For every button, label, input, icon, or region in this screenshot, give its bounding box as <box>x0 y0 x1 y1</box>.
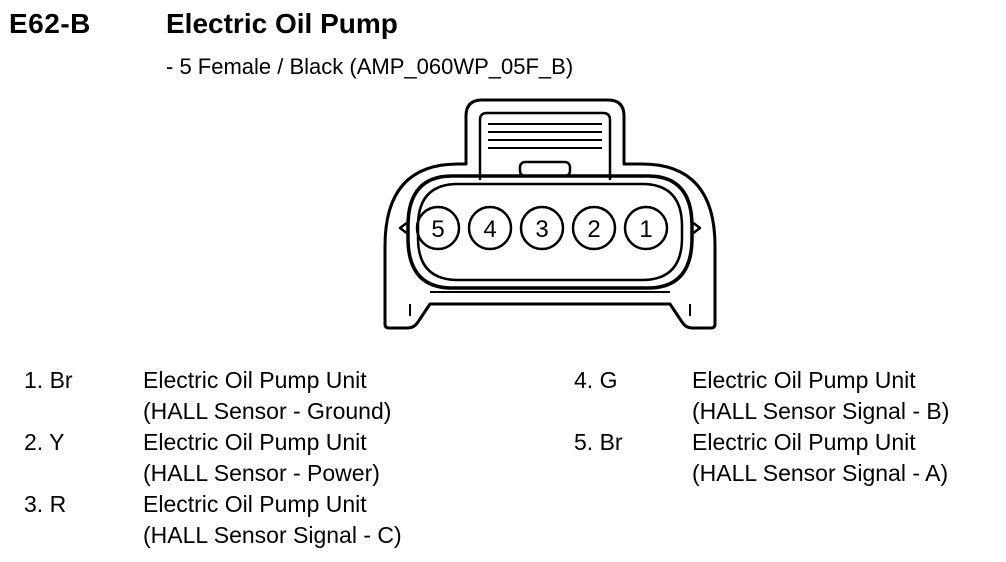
pin-number-label: 1 <box>639 216 652 243</box>
pin-circle <box>623 205 669 251</box>
pin-desc-line2: (HALL Sensor Signal - A) <box>692 460 949 486</box>
key-tab <box>518 160 572 178</box>
pin-id: 4. G <box>574 367 618 393</box>
pin-number-label: 4 <box>483 216 496 243</box>
pin-circle <box>467 205 513 251</box>
pin-circle <box>415 205 461 251</box>
side-notch-right <box>691 221 702 235</box>
latch-outline <box>478 111 612 180</box>
pin-desc-line2: (HALL Sensor - Power) <box>143 460 380 486</box>
pin-desc-line1: Electric Oil Pump Unit <box>143 491 367 517</box>
connector-housing-outline <box>383 98 717 330</box>
connector-diagram: 5 4 3 2 1 <box>383 98 717 330</box>
side-notch-left <box>398 221 409 235</box>
pin-id: 1. Br <box>24 367 73 393</box>
pin-id: 3. R <box>24 491 67 517</box>
pin-number-label: 3 <box>535 216 548 243</box>
pin-number-label: 5 <box>431 216 444 243</box>
connector-subtitle: - 5 Female / Black (AMP_060WP_05F_B) <box>166 54 574 79</box>
cavity-ring-inner <box>416 182 684 282</box>
pin-desc-line1: Electric Oil Pump Unit <box>692 367 916 393</box>
pin-desc-line1: Electric Oil Pump Unit <box>692 429 916 455</box>
pin-number-label: 2 <box>587 216 600 243</box>
bottom-lip <box>409 304 691 316</box>
connector-code: E62-B <box>9 8 91 39</box>
pin-desc-line1: Electric Oil Pump Unit <box>143 367 367 393</box>
pin-desc-line2: (HALL Sensor Signal - B) <box>692 398 950 424</box>
pin-desc-line2: (HALL Sensor - Ground) <box>143 398 392 424</box>
pin-desc-line2: (HALL Sensor Signal - C) <box>143 522 402 548</box>
page-title: Electric Oil Pump <box>166 8 398 39</box>
pin-id: 5. Br <box>574 429 623 455</box>
pin-circle <box>571 205 617 251</box>
pin-desc-line1: Electric Oil Pump Unit <box>143 429 367 455</box>
pin-id: 2. Y <box>24 429 65 455</box>
cavity-ring-outer <box>406 174 694 290</box>
pin-circle <box>519 205 565 251</box>
